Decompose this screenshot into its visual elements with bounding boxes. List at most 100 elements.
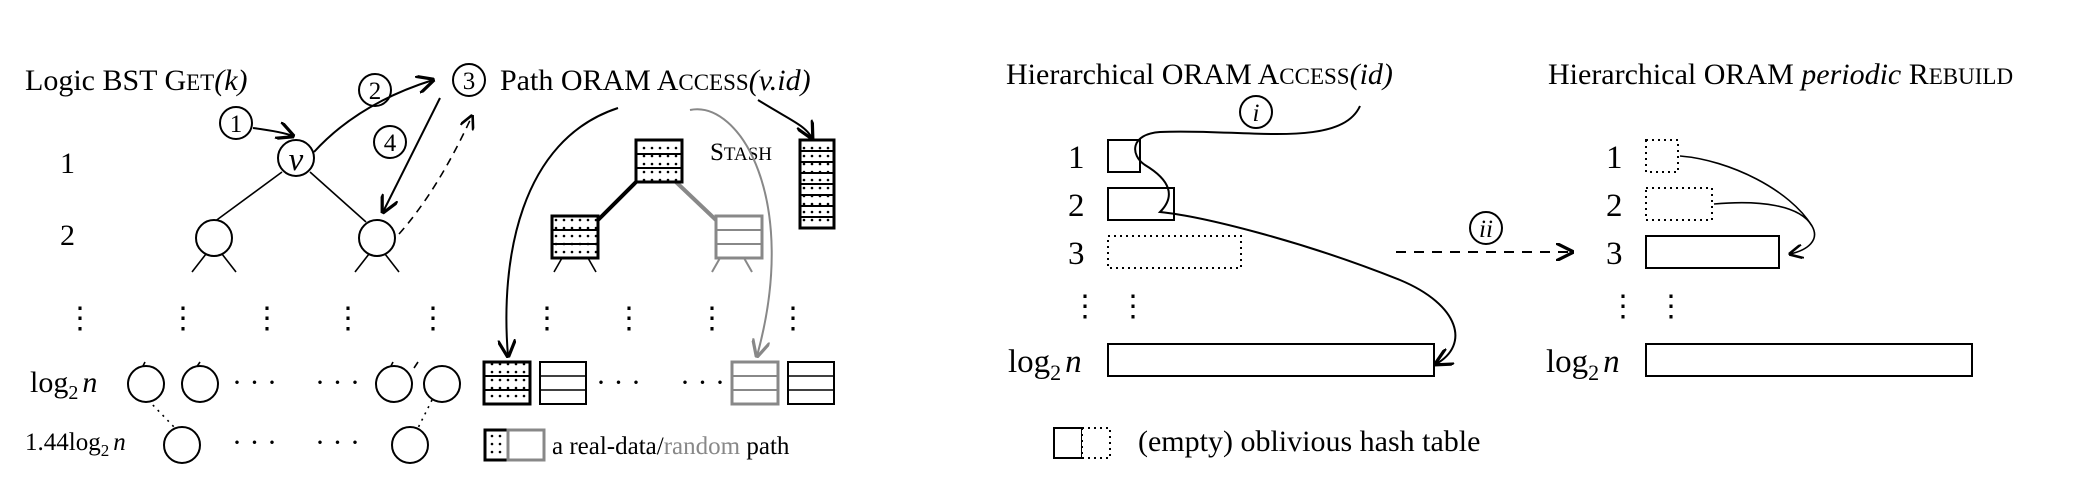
bst-node (127, 365, 165, 403)
oram-vdots: ⋮ (614, 302, 644, 335)
hier-vdots: ⋮ (1118, 290, 1148, 323)
svg-text:3: 3 (463, 68, 476, 95)
bst-hdots: · · · (232, 426, 277, 459)
legend-hash-table-text: (empty) oblivious hash table (1138, 425, 1480, 458)
path-oram-access-title: Path ORAM ACCESS(v.id) (500, 64, 811, 97)
bst-edge (309, 171, 367, 223)
oram-vdots: ⋮ (778, 302, 808, 335)
oram-edge (711, 257, 721, 273)
bst-vdots: ⋮ (168, 302, 198, 335)
oram-edge-random (674, 180, 718, 222)
svg-text:2: 2 (369, 78, 382, 105)
oram-edge-real (596, 180, 638, 222)
left-panel: Logic BST GET(k) Path ORAM ACCESS(v.id) … (25, 63, 836, 464)
oram-edge (553, 257, 563, 273)
rebuild-level-1: 1 (1606, 140, 1623, 176)
bst-vdots: ⋮ (252, 302, 282, 335)
bst-hdots: · · · (315, 426, 360, 459)
stash-bucket (798, 138, 836, 230)
level-vdots: ⋮ (65, 302, 95, 335)
oram-vdots: ⋮ (697, 302, 727, 335)
hier-oram-rebuild-title: Hierarchical ORAM periodic REBUILD (1548, 58, 2013, 91)
rebuild-vdots: ⋮ (1656, 290, 1686, 323)
bst-edge-dotted (147, 399, 176, 429)
step-marker-1: 1 (219, 106, 253, 140)
arrow-step-2 (313, 80, 433, 153)
bst-edge (191, 253, 207, 273)
hash-table-level-3-empty (1107, 235, 1242, 269)
rebuild-table-level-2-empty (1645, 187, 1713, 221)
oram-leaf-bucket (539, 361, 587, 405)
arrow-to-stash (757, 99, 812, 138)
hash-table-level-log2n (1107, 343, 1435, 377)
step-marker-3: 3 (452, 63, 486, 97)
oram-leaf-bucket-real (482, 360, 532, 406)
bst-hdots: · · · (232, 366, 277, 399)
svg-text:i: i (1253, 100, 1260, 127)
marker-i: i (1239, 95, 1273, 129)
arrow-step-4 (383, 97, 441, 212)
bst-edge (213, 171, 283, 223)
step-marker-2: 2 (358, 73, 392, 107)
oram-root-bucket (634, 138, 684, 184)
bst-edge (221, 253, 237, 273)
bst-node (181, 365, 219, 403)
bst-vdots: ⋮ (333, 302, 363, 335)
rebuild-table-level-3 (1645, 235, 1780, 269)
bst-get-title: Logic BST GET(k) (25, 64, 248, 97)
bst-node (391, 426, 429, 464)
oram-vdots: ⋮ (532, 302, 562, 335)
arrow-step-1 (252, 128, 293, 136)
arrow-real-path (506, 107, 619, 356)
oram-leaf-bucket (787, 361, 835, 405)
bst-vdots: ⋮ (418, 302, 448, 335)
bst-edge (413, 361, 419, 369)
bst-hdots: · · · (315, 366, 360, 399)
oram-edge (743, 257, 753, 273)
hash-table-level-2 (1107, 187, 1175, 221)
legend-path-bucket (483, 428, 546, 462)
bst-node (163, 426, 201, 464)
hier-vdots: ⋮ (1070, 290, 1100, 323)
right-panel: Hierarchical ORAM ACCESS(id) Hierarchica… (1006, 58, 2013, 459)
bst-node (358, 219, 396, 257)
bst-edge (384, 253, 400, 273)
svg-text:v: v (289, 142, 304, 178)
bst-edge-dotted (417, 399, 433, 429)
rebuild-vdots: ⋮ (1608, 290, 1638, 323)
oram-hdots: · · · (596, 366, 641, 399)
bst-edge (354, 253, 370, 273)
merge-arrow-level-2 (1713, 201, 1813, 227)
svg-text:ii: ii (1479, 216, 1493, 243)
legend-path-text: a real-data/random path (552, 433, 790, 460)
hier-level-3: 3 (1068, 236, 1085, 272)
bst-node (423, 365, 461, 403)
merge-arrow-level-1 (1679, 155, 1816, 254)
oram-bucket-real (550, 214, 600, 260)
oram-leaf-bucket-random (730, 360, 780, 406)
hier-level-2: 2 (1068, 188, 1085, 224)
svg-text:4: 4 (384, 130, 397, 157)
bst-root-node: v (277, 139, 315, 178)
access-path-arrow (1134, 105, 1457, 364)
rebuild-table-level-log2n (1645, 343, 1973, 377)
level-label-1: 1 (60, 147, 75, 180)
oram-bucket-random (714, 214, 764, 260)
svg-text:1: 1 (230, 111, 243, 138)
marker-ii: ii (1469, 211, 1503, 245)
hier-oram-access-title: Hierarchical ORAM ACCESS(id) (1006, 58, 1393, 91)
bst-node (195, 219, 233, 257)
legend-hash-table-icon (1053, 427, 1111, 459)
oram-edge (587, 257, 597, 273)
rebuild-level-3: 3 (1606, 236, 1623, 272)
bst-node (375, 365, 413, 403)
rebuild-level-2: 2 (1606, 188, 1623, 224)
arrow-dashed-return (398, 116, 472, 235)
stash-label: STASH (710, 139, 772, 166)
oram-hdots: · · · (680, 366, 725, 399)
